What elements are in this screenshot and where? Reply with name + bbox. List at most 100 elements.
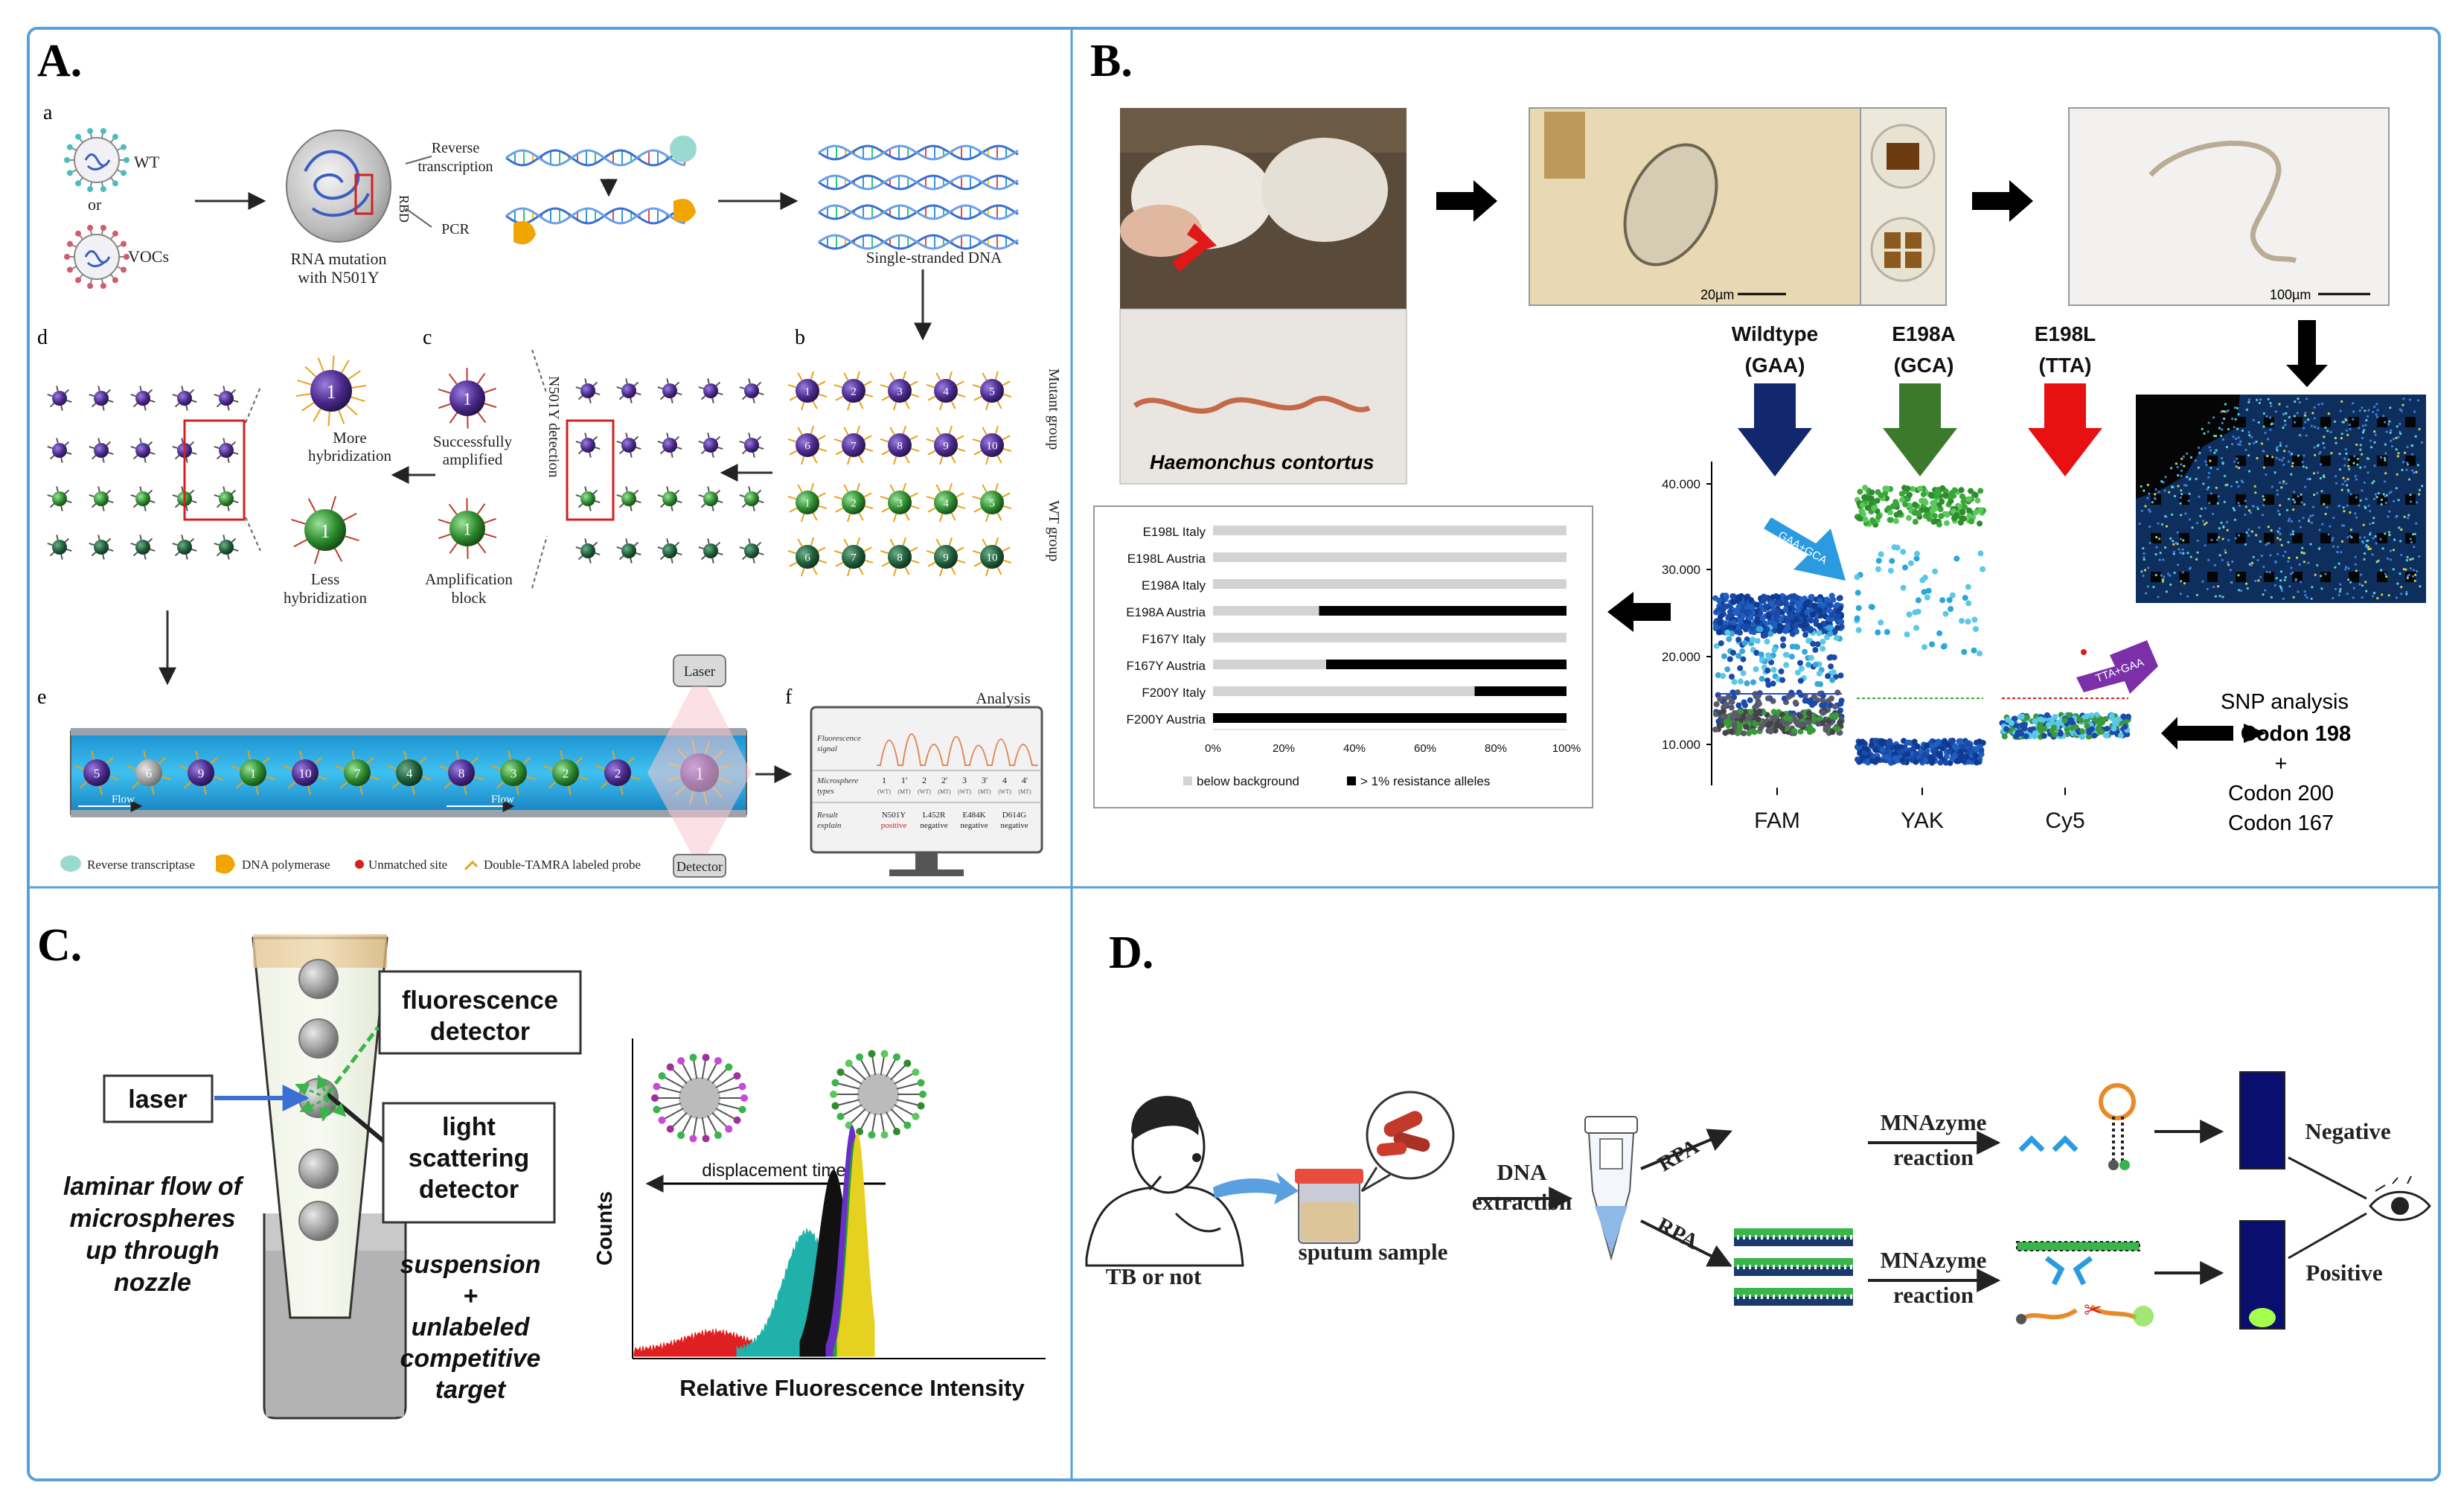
- y-tick-label: 10.000: [1662, 738, 1700, 752]
- analysis-label: Analysis: [976, 689, 1031, 707]
- sub-e-letter: e: [37, 686, 46, 709]
- svg-text:7: 7: [851, 440, 857, 453]
- eye-line: [2288, 1156, 2367, 1200]
- analysis-result: E484K: [962, 811, 985, 820]
- mnazyme-parts-icon: [2018, 1135, 2079, 1152]
- fluorescence-ray: [326, 1026, 380, 1096]
- bracket-line: [405, 208, 432, 228]
- rna-strand-icon: [304, 150, 370, 217]
- laser-box: [103, 1074, 214, 1123]
- snp-line-1: SNP analysis: [2221, 690, 2349, 714]
- legend-label: below background: [1197, 774, 1299, 788]
- svg-text:7: 7: [354, 766, 361, 780]
- legend-pol: DNA polymerase: [242, 858, 330, 872]
- bar-category-label: E198A Italy: [1142, 578, 1206, 593]
- legend-unmatched: Unmatched site: [368, 858, 447, 872]
- mnazyme-bottom-2: reaction: [1893, 1282, 1974, 1308]
- unmatched-site-legend-icon: [355, 860, 364, 869]
- dna-label-2: extraction: [1472, 1189, 1572, 1215]
- fluor-signal-label-1: Fluorescence: [816, 734, 861, 743]
- svg-text:8: 8: [458, 766, 465, 780]
- positive-glow: [2249, 1308, 2276, 1327]
- sub-d-letter: d: [37, 326, 48, 349]
- laminar-4: nozzle: [114, 1269, 191, 1297]
- rna-mutation-label-2: with N501Y: [298, 268, 380, 287]
- monitor-base: [889, 869, 964, 876]
- mnazyme-bottom-1: MNAzyme: [1881, 1247, 1987, 1273]
- scatter-plot: [1712, 485, 2131, 766]
- channel-header-codon: (TTA): [2039, 354, 2092, 377]
- svg-text:3: 3: [511, 766, 517, 780]
- analysis-result-explain: negative: [960, 821, 988, 830]
- ssdna-icon: [818, 144, 1019, 250]
- channel-arrow-icon: [2028, 383, 2102, 476]
- mnazyme-top-1: MNAzyme: [1881, 1109, 1987, 1135]
- bubble-tail: [1360, 1167, 1391, 1193]
- y-tick-label: 30.000: [1662, 563, 1700, 577]
- sputum-label: sputum sample: [1299, 1239, 1448, 1265]
- sub-b-letter: b: [795, 326, 805, 349]
- detection-highlight-box: [566, 419, 615, 521]
- fluorescence-trace: [877, 733, 1038, 766]
- analysis-type-sub: (MT): [897, 788, 911, 795]
- channel-headers: Wildtype(GAA)E198A(GCA)E198L(TTA): [1732, 322, 2096, 377]
- bar-segment: [1213, 633, 1567, 642]
- bar-x-tick: 80%: [1485, 742, 1507, 755]
- sub-a-letter: a: [43, 101, 53, 124]
- suspension-1: suspension: [400, 1251, 541, 1279]
- bracket-line: [405, 156, 432, 165]
- extraction-tube-icon: [1584, 1116, 1638, 1261]
- zoom-line: [531, 535, 548, 589]
- svg-text:1: 1: [463, 389, 471, 408]
- bar-x-tick: 20%: [1273, 742, 1295, 755]
- analysis-type: 4: [1002, 775, 1007, 785]
- callout-arrow: [1764, 517, 1846, 581]
- bar-category-label: E198A Austria: [1126, 605, 1206, 619]
- cleaved-probe-icon: [2023, 1308, 2078, 1320]
- detector-box: [673, 854, 726, 878]
- bar-segment: [1213, 552, 1567, 562]
- successfully-label-2: amplified: [443, 450, 503, 468]
- eye-line: [2288, 1212, 2367, 1260]
- bar-x-tick: 100%: [1552, 742, 1581, 755]
- scatter-detector-box: [382, 1102, 556, 1224]
- rfi-label: Relative Fluorescence Intensity: [679, 1375, 1025, 1401]
- suspension-4: competitive: [400, 1344, 541, 1373]
- monitor-stand: [915, 852, 938, 871]
- cell-icon: [286, 130, 391, 243]
- scissors-icon: ✂: [2084, 1298, 2102, 1323]
- larva-icon: [2148, 141, 2297, 264]
- panel-b-letter: B.: [1090, 36, 1133, 86]
- svg-text:10: 10: [298, 766, 311, 780]
- svg-text:9: 9: [943, 552, 949, 564]
- bar-category-label: F200Y Italy: [1142, 686, 1206, 700]
- reverse-transcriptase-legend-icon: [60, 855, 81, 872]
- svg-text:2: 2: [563, 766, 569, 780]
- red-arrow-icon: [1172, 223, 1217, 272]
- negative-label: Negative: [2305, 1118, 2390, 1144]
- analysis-result-explain: negative: [1000, 821, 1028, 830]
- svg-text:1: 1: [463, 520, 471, 538]
- fluorophore-icon: [2119, 1160, 2130, 1170]
- svg-text:1: 1: [326, 380, 336, 403]
- callout-arrow: [2076, 640, 2158, 694]
- fluorescent-glow-icon: [2133, 1306, 2154, 1327]
- bacteria-icon: [1383, 1111, 1423, 1137]
- wt-label: WT: [134, 153, 160, 171]
- more-hyb-label-1: More: [333, 429, 367, 447]
- sub-f-letter: f: [785, 686, 793, 709]
- quencher-icon: [2016, 1314, 2026, 1324]
- chip-well: [1905, 232, 1921, 249]
- bar-segment: [1213, 526, 1567, 535]
- dna-helix-icon: [505, 149, 685, 225]
- svg-text:5: 5: [989, 386, 995, 398]
- bar-segment: [1213, 606, 1319, 616]
- analysis-result: L452R: [923, 811, 946, 820]
- bar-segment: [1319, 606, 1567, 616]
- svg-text:2: 2: [851, 497, 857, 510]
- svg-text:8: 8: [897, 440, 903, 453]
- wt-virus-icon: [64, 128, 129, 192]
- analysis-type-sub: (WT): [958, 788, 971, 795]
- svg-text:1: 1: [320, 520, 330, 542]
- displacement-label: displacement time: [702, 1161, 845, 1181]
